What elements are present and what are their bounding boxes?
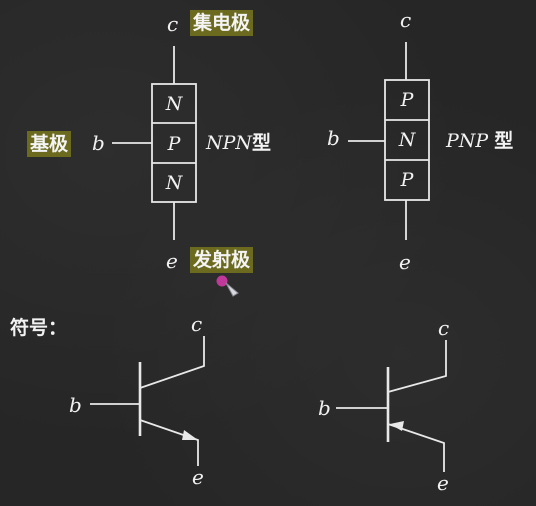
symbol-heading: 符号： — [10, 317, 68, 339]
npn-emitter-letter: e — [166, 249, 178, 273]
npn-layer-bottom: N — [165, 172, 183, 194]
npn-symbol-emitter-wire — [139, 419, 199, 466]
pnp-base-letter: b — [327, 126, 340, 150]
npn-type-latin: NPN — [206, 132, 253, 154]
emitter-highlight-label: 发射极 — [190, 247, 254, 273]
npn-base-letter: b — [92, 131, 105, 155]
npn-layer-middle: P — [167, 133, 181, 155]
pnp-symbol-base-letter: b — [318, 396, 331, 420]
pnp-type-zh: 型 — [494, 130, 514, 152]
pnp-emitter-letter: e — [399, 250, 411, 274]
collector-highlight-label: 集电极 — [190, 10, 254, 36]
pnp-symbol-emitter-letter: e — [437, 471, 449, 495]
npn-symbol-collector-letter: c — [191, 312, 203, 336]
pnp-symbol-collector-wire — [387, 340, 447, 393]
pnp-type-latin: PNP — [446, 130, 489, 152]
npn-symbol-base-letter: b — [69, 393, 82, 417]
pnp-layer-top: P — [400, 89, 414, 111]
pnp-layer-middle: N — [398, 129, 416, 151]
npn-collector-letter: c — [167, 12, 179, 36]
pnp-emitter-arrow — [390, 421, 404, 431]
pnp-stack-box — [384, 79, 430, 201]
pnp-symbol-emitter-wire — [387, 423, 445, 472]
npn-symbol-collector-wire — [139, 336, 205, 389]
pen-pointer — [216, 275, 239, 297]
npn-type-label: NPN型 — [206, 134, 271, 153]
pnp-symbol-collector-letter: c — [438, 316, 450, 340]
pnp-collector-letter: c — [400, 8, 412, 32]
npn-symbol-emitter-letter: e — [192, 465, 204, 489]
npn-type-zh: 型 — [252, 132, 272, 154]
npn-layer-top: N — [165, 93, 183, 115]
pnp-type-label: PNP 型 — [446, 132, 513, 151]
base-highlight-label: 基极 — [27, 131, 72, 157]
pnp-layer-bottom: P — [400, 169, 414, 191]
npn-emitter-arrow — [182, 430, 198, 440]
